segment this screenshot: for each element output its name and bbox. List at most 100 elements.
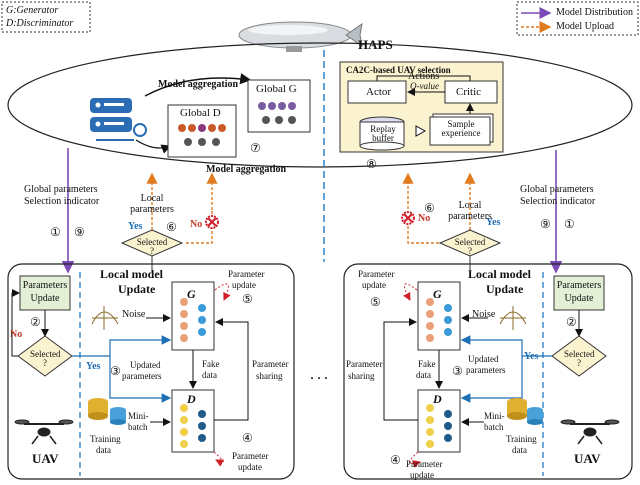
left-mini1: Mini- [128,411,149,421]
left-top-no: No [190,219,203,230]
ellipsis: · · · [310,371,329,385]
right-selection-indicator: Selection indicator [520,196,596,207]
critic-label: Critic [456,86,482,98]
global-g-network-icon [258,102,296,124]
legend-discriminator: D:Discriminator [6,18,74,29]
right-d-label: D [433,392,442,406]
left-global-params: Global parameters [24,184,98,195]
haps-ellipse [7,42,633,168]
right-sharing2: sharing [348,371,375,381]
right-g-box [417,281,461,351]
sample-experience-label: Sample experience [441,119,481,139]
right-param-update-top1: Parameter [358,269,395,279]
left-local-update-title2: Update [118,282,156,296]
left-selected-label: Selected ? [30,349,61,368]
right-params-label2: Update [564,293,594,304]
right-selected-label: Selected ? [564,349,595,368]
right-step-1: ① [564,217,575,231]
left-noise-icon [91,306,119,330]
left-local-params: Local parameters [130,193,174,215]
right-noise-icon [499,306,527,330]
left-step-5: ⑤ [242,292,253,306]
left-step-4: ④ [242,431,253,445]
step-8: ⑧ [366,157,377,171]
left-uav-panel [7,263,295,480]
left-step-3: ③ [110,364,121,378]
replay-buffer-label: Replay buffer [370,124,396,144]
left-noise-label: Noise [122,309,146,320]
left-x-mark-icon [205,215,219,229]
right-mini1: Mini- [484,411,505,421]
left-step-9: ⑨ [74,225,85,239]
haps-airship-icon [238,21,363,52]
aggregation-label-top: Model aggregation [158,79,239,90]
haps-label: HAPS [358,37,393,52]
right-training2: data [512,445,527,455]
left-params-label1: Parameters [22,280,68,291]
left-sharing2: sharing [256,371,283,381]
right-param-update-bottom2: update [410,470,434,480]
right-local-update-title1: Local model [468,267,531,281]
left-param-update-bottom2: update [238,462,262,472]
global-d-network-icon [178,124,226,146]
server-icon [90,98,147,141]
right-yes-label: Yes [524,351,539,362]
left-d-label: D [187,392,196,406]
right-top-selected: Selected ? [454,237,486,256]
left-fake1: Fake [202,359,220,369]
legend-distribution: Model Distribution [556,7,633,18]
right-training1: Training [506,434,537,444]
left-yes-label: Yes [86,361,101,372]
right-no-upload-path [402,172,444,244]
legend-right-box [516,1,639,36]
actor-label: Actor [366,86,392,98]
right-step-4: ④ [390,453,401,467]
right-step-6: ⑥ [424,201,435,215]
right-params-label1: Parameters [556,280,602,291]
actions-arrow [376,75,471,81]
left-g-box [171,281,215,351]
right-top-yes: Yes [486,217,501,228]
right-local-update-title2: Update [486,282,524,296]
legend-generator: G:Generator [6,5,59,16]
aggregation-label-bottom: Model aggregation [206,164,287,175]
legend-upload: Model Upload [556,21,615,32]
global-g-label: Global G [256,83,297,95]
left-g-network-icon [180,298,206,342]
actions-label: Actions [408,71,440,82]
right-fake2: data [416,370,431,380]
right-global-params: Global parameters [520,184,594,195]
right-step-9: ⑨ [540,217,551,231]
right-noise-label: Noise [472,309,496,320]
left-decision [17,335,73,377]
left-d-network-icon [180,404,206,448]
right-x-mark-icon [401,211,415,225]
right-step-2: ② [566,315,577,329]
left-no-label: No [10,329,23,340]
left-g-label: G [187,287,196,301]
aggregation-arrow-top [144,73,252,97]
aggregation-arrow-bottom [135,139,172,154]
right-d-network-icon [426,404,452,448]
left-step-6: ⑥ [166,220,177,234]
left-sharing1: Parameter [252,359,289,369]
left-param-update-top2: update [232,280,256,290]
left-training2: data [96,445,111,455]
left-d-box [171,389,215,453]
right-sharing1: Parameter [346,359,383,369]
right-local-params: Local parameters [448,200,492,222]
left-updated2: parameters [122,371,162,381]
left-local-update-title1: Local model [100,267,163,281]
left-training1: Training [90,434,121,444]
right-step-3: ③ [452,364,463,378]
right-param-update-top2: update [362,280,386,290]
left-top-selected: Selected ? [136,237,168,256]
left-uav-label: UAV [32,451,59,466]
global-d-label: Global D [180,107,221,119]
right-training-data-icon [507,398,543,425]
left-top-yes: Yes [128,221,143,232]
ca2c-title: CA2C-based UAV selection [346,65,451,75]
left-param-update-top1: Parameter [228,269,265,279]
left-param-update-bottom1: Parameter [232,451,269,461]
